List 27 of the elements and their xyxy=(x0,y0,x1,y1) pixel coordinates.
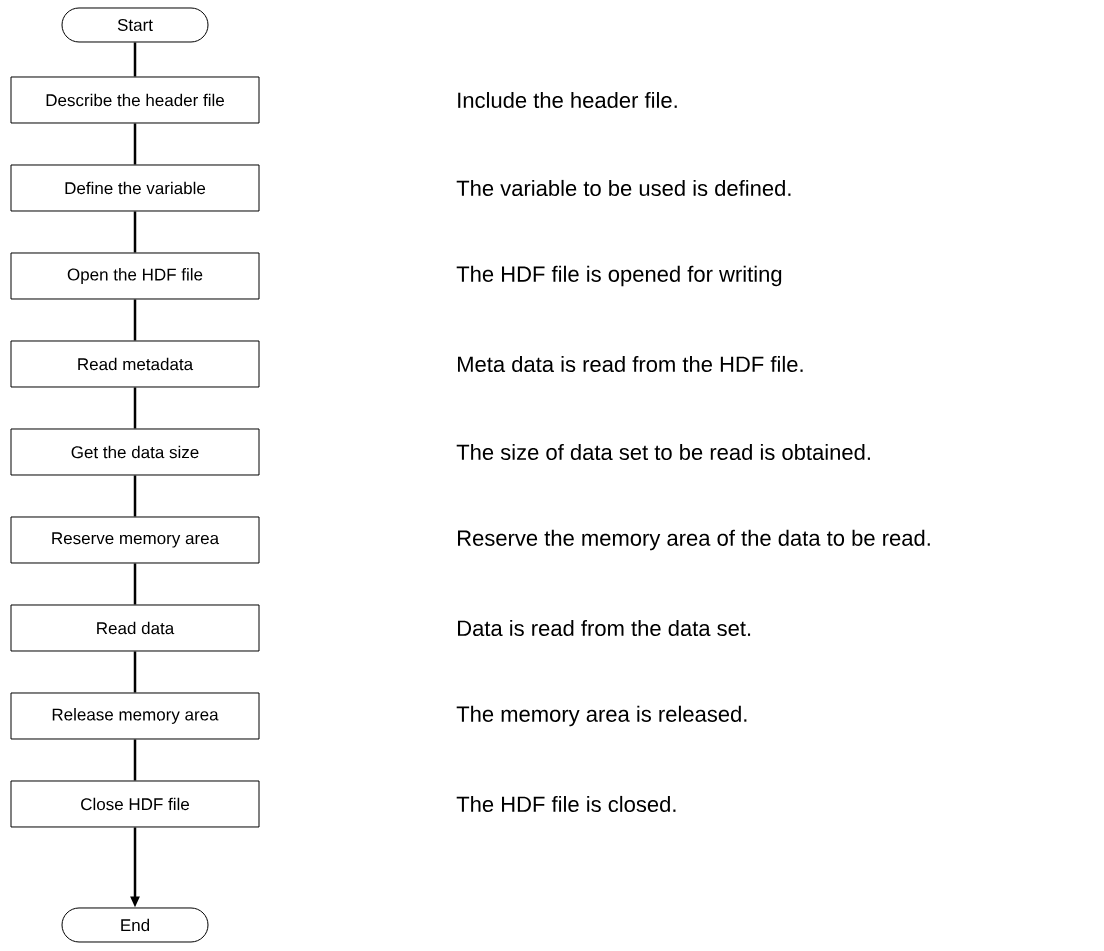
process-box: Reserve memory area xyxy=(10,516,260,564)
process-box: Get the data size xyxy=(10,428,260,476)
process-box: Release memory area xyxy=(10,692,260,740)
process-box: Define the variable xyxy=(10,164,260,212)
connector-line xyxy=(133,299,137,341)
connector-line xyxy=(133,651,137,693)
connector-line xyxy=(133,123,137,165)
process-box: Read metadata xyxy=(10,340,260,388)
description-text: The size of data set to be read is obtained. xyxy=(456,443,870,461)
connector-line xyxy=(133,475,137,517)
description-text: Include the header file. xyxy=(458,91,677,109)
connector-line xyxy=(133,387,137,429)
description-text: Meta data is read from the HDF file. xyxy=(458,355,803,373)
description-text: The HDF file is opened for writing xyxy=(456,265,782,287)
description-text: The memory area is released. xyxy=(456,705,747,727)
connector-line xyxy=(133,42,137,77)
process-box: Open the HDF file xyxy=(10,252,260,300)
description-text: Reserve the memory area of the data to be read. xyxy=(458,529,930,551)
connector-line xyxy=(133,739,137,781)
connector-line xyxy=(133,211,137,253)
process-box: Read data xyxy=(10,604,260,652)
description-text: The variable to be used is defined. xyxy=(456,179,791,197)
process-box: Describe the header file xyxy=(10,76,260,124)
description-text: Data is read from the data set. xyxy=(458,619,751,637)
description-text: The HDF file is closed. xyxy=(456,795,676,813)
process-box: Close HDF file xyxy=(10,780,260,828)
connector-line xyxy=(133,563,137,605)
